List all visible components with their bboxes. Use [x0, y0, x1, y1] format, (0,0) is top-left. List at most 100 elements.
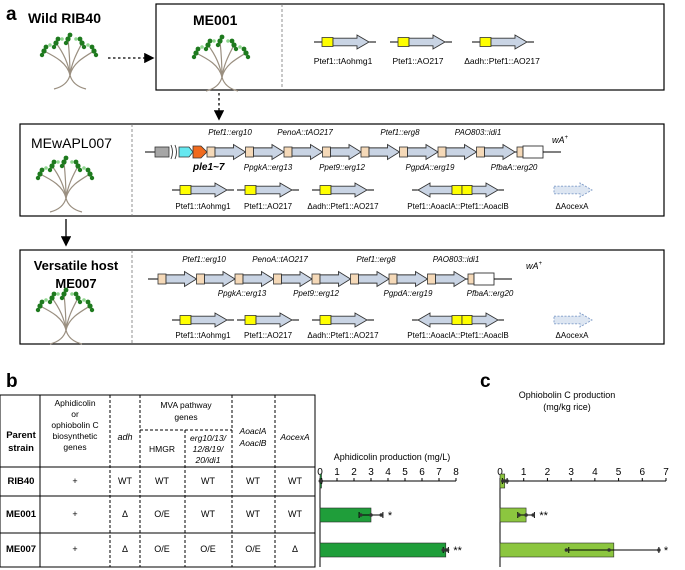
header-adh: adh	[117, 432, 132, 442]
mewapl007-wa-marker	[516, 146, 524, 158]
mewapl007-promoter-6	[399, 146, 408, 158]
aphidicolin-tick-label: 5	[402, 467, 408, 478]
me007-erg-arrow-1	[165, 270, 198, 288]
table-cell-me001-strain: ME001	[6, 509, 37, 520]
mewapl007-break-mark	[170, 144, 177, 160]
mewapl007-erg-arrow-8	[484, 143, 516, 161]
aphidicolin-significance: **	[453, 545, 462, 557]
me007-AO217-promoter	[244, 315, 257, 325]
aphidicolin-tick-label: 8	[453, 467, 459, 478]
me001-adh-AO217-gene-arrow	[490, 34, 528, 50]
table-cell-me001-erg: WT	[201, 509, 215, 519]
header-parent-1: Parent	[6, 430, 36, 441]
table-cell-me001-adh: Δ	[122, 509, 128, 519]
ophiobolin-tick-label: 3	[568, 467, 574, 478]
m7-top-1: Ptef1::erg10	[208, 128, 252, 137]
aphidicolin-tick-label: 4	[385, 467, 391, 478]
mewapl007-ple-block	[154, 146, 170, 158]
me007-promoter-8	[427, 273, 436, 285]
table-cell-me007-strain: ME007	[6, 544, 36, 555]
ophiobolin-tick-label: 4	[592, 467, 598, 478]
aphidicolin-data-point	[359, 513, 363, 517]
mewapl007-tAohmg1-gene-arrow	[190, 182, 228, 198]
ophiobolin-tick-label: 2	[545, 467, 551, 478]
mewapl007-erg-arrow-5	[368, 143, 401, 161]
ple-cluster-label: ple1~7	[192, 162, 225, 173]
ophiobolin-data-point	[607, 548, 611, 552]
mewapl007-promoter-3	[283, 146, 293, 158]
me007-erg-arrow-6	[358, 270, 390, 288]
panel-a-label: a	[6, 4, 17, 25]
table-cell-me001-hmgr: O/E	[154, 509, 170, 519]
ophiobolin-data-point	[505, 479, 509, 483]
me007-aocl-gene-left	[417, 312, 453, 328]
me007-aocl-promoter-2b	[461, 315, 473, 325]
ophiobolin-significance: **	[539, 510, 548, 522]
header-aocl-1: AoaclA	[239, 426, 267, 436]
m7-row2-label-2: Ptef1::AO217	[244, 202, 293, 211]
mewapl007-aocl-gene-left	[417, 182, 453, 198]
aphidicolin-tick-label: 7	[436, 467, 442, 478]
ophiobolin-data-point	[531, 513, 535, 517]
me007-promoter-6	[350, 273, 359, 285]
table-cell-rib40-erg: WT	[201, 476, 215, 486]
table-cell-me007-erg: O/E	[200, 544, 216, 554]
ophiobolin-tick-label: 1	[521, 467, 527, 478]
mewapl007-aocl-promoter-1	[451, 185, 463, 195]
ophiobolin-data-point	[517, 513, 521, 517]
aphidicolin-tick-label: 2	[351, 467, 357, 478]
table-cell-me007-aocex: Δ	[292, 544, 298, 554]
m7-row2-label-3: Δadh::Ptef1::AO217	[307, 202, 379, 211]
me007-promoter-2	[196, 273, 205, 285]
mewapl007-promoter-5	[360, 146, 370, 158]
mewapl007-erg-arrow-1	[214, 143, 247, 161]
me001-gene-label-1: Ptef1::tAohmg1	[314, 56, 373, 66]
me001-adh-AO217-promoter	[479, 37, 492, 47]
table-cell-rib40-strain: RIB40	[8, 476, 35, 487]
table-cell-rib40-hmgr: WT	[155, 476, 169, 486]
header-biosynth-2: or	[71, 409, 79, 419]
m7-row2-label-5: ΔAocexA	[556, 202, 590, 211]
mewapl007-promoter-7	[437, 146, 447, 158]
header-biosynth-1: Aphidicolin	[54, 398, 95, 408]
ophiobolin-tick-label: 6	[640, 467, 646, 478]
aphidicolin-data-point	[445, 548, 450, 552]
m7-wa-label: wA+	[552, 135, 569, 145]
ophiobolin-tick-label: 7	[663, 467, 669, 478]
mewapl007-promoter-4	[322, 146, 331, 158]
me007-wa-marker	[467, 273, 475, 285]
me007-row2-label-1: Ptef1::tAohmg1	[175, 331, 231, 340]
aphidicolin-tick-label: 6	[419, 467, 425, 478]
ophiobolin-data-point	[657, 548, 661, 552]
ophiobolin-data-point	[524, 513, 528, 517]
me007-box	[19, 249, 665, 345]
panel-b-label: b	[6, 371, 18, 392]
me007-row2-label-4: Ptef1::AoaclA::Ptef1::AoaclB	[407, 331, 508, 340]
table-cell-me007-hmgr: O/E	[154, 544, 170, 554]
header-erg-2: 12/8/19/	[193, 444, 225, 454]
mewapl007-promoter-2	[245, 146, 254, 158]
me007-bottom-3: PgpdA::erg19	[384, 289, 433, 298]
table-cell-me001-aocex: WT	[288, 509, 302, 519]
me007-gene-row	[172, 312, 593, 328]
me007-top-3: Ptef1::erg8	[356, 255, 396, 264]
m7-top-4: PAO803::idi1	[455, 128, 502, 137]
me001-gene-label-2: Ptef1::AO217	[392, 56, 443, 66]
me001-gene-label-3: Δadh::Ptef1::AO217	[464, 56, 540, 66]
mewapl007-erg-arrow-4	[330, 143, 362, 161]
aphidicolin-data-point	[441, 548, 446, 552]
aphidicolin-significance: *	[388, 510, 393, 522]
m7-bottom-2: Ppet9::erg12	[319, 163, 365, 172]
wild-fungus-icon	[39, 31, 99, 90]
table-cell-rib40-aocex: WT	[288, 476, 302, 486]
mewapl007-mva-cassette	[145, 143, 561, 161]
mewapl007-wa-gene	[522, 145, 544, 159]
header-aocl-2: AoaclB	[239, 438, 267, 448]
ophiobolin-title-line2: (mg/kg rice)	[543, 402, 591, 412]
table-cell-me007-aocl: O/E	[245, 544, 261, 554]
me007-promoter-1	[157, 273, 167, 285]
me007-erg-arrow-7	[396, 270, 429, 288]
ophiobolin-data-point	[564, 548, 569, 552]
